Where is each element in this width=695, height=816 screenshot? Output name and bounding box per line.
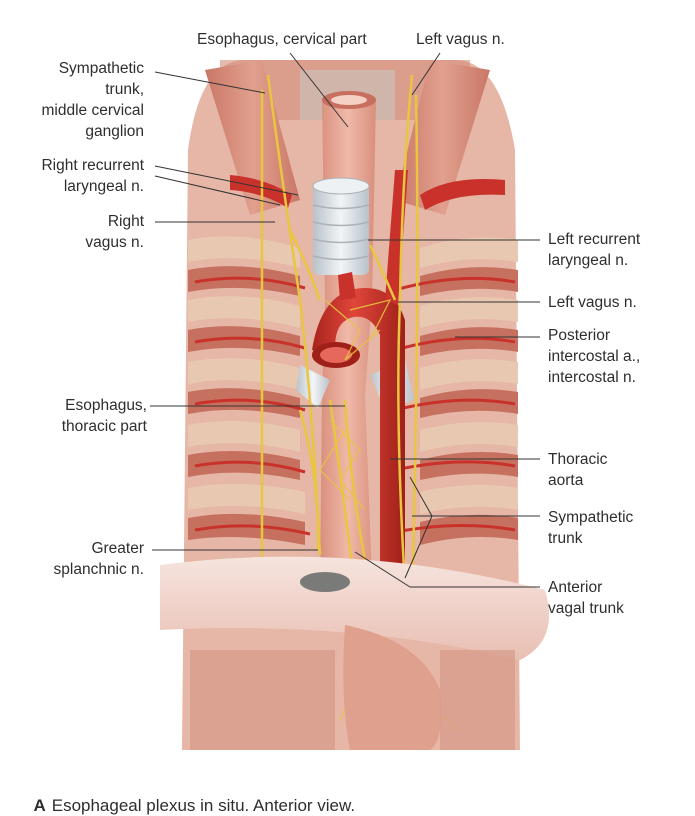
label-left-recurrent-laryngeal-nerve: Left recurrent laryngeal n. — [548, 231, 641, 269]
figure-caption: A Esophageal plexus in situ. Anterior vie… — [24, 776, 355, 816]
label-left-vagus-nerve-top: Left vagus n. — [416, 31, 505, 48]
aorta — [230, 170, 505, 595]
label-anterior-vagal-trunk: Anterior vagal trunk — [548, 579, 624, 617]
leader-lines — [150, 52, 540, 588]
ribs — [188, 236, 518, 545]
caption-text: Esophageal plexus in situ. Anterior view… — [51, 796, 356, 815]
intercostal-arteries — [194, 276, 516, 536]
label-thoracic-aorta: Thoracic aorta — [548, 451, 608, 489]
label-posterior-intercostal-artery-nerve: Posterior intercostal a., intercostal n. — [548, 327, 641, 386]
label-sympathetic-trunk: Sympathetic trunk — [548, 509, 634, 547]
abdominal-esophagus-stomach — [190, 625, 515, 750]
nerves — [260, 74, 419, 602]
label-esophagus-thoracic-part: Esophagus, thoracic part — [61, 397, 147, 435]
ribs-right-side — [188, 236, 305, 545]
diaphragm — [160, 556, 550, 660]
label-right-recurrent-laryngeal-nerve: Right recurrent laryngeal n. — [41, 157, 144, 195]
label-right-vagus-nerve: Right vagus n. — [85, 213, 144, 251]
label-greater-splanchnic-nerve: Greater splanchnic n. — [53, 540, 144, 578]
label-esophagus-cervical-part: Esophagus, cervical part — [197, 31, 367, 48]
label-sympathetic-trunk-middle-cervical-ganglion: Sympathetic trunk, middle cervical gangl… — [41, 60, 144, 140]
caption-letter: A — [33, 796, 46, 815]
label-left-vagus-nerve-mid: Left vagus n. — [548, 294, 637, 311]
